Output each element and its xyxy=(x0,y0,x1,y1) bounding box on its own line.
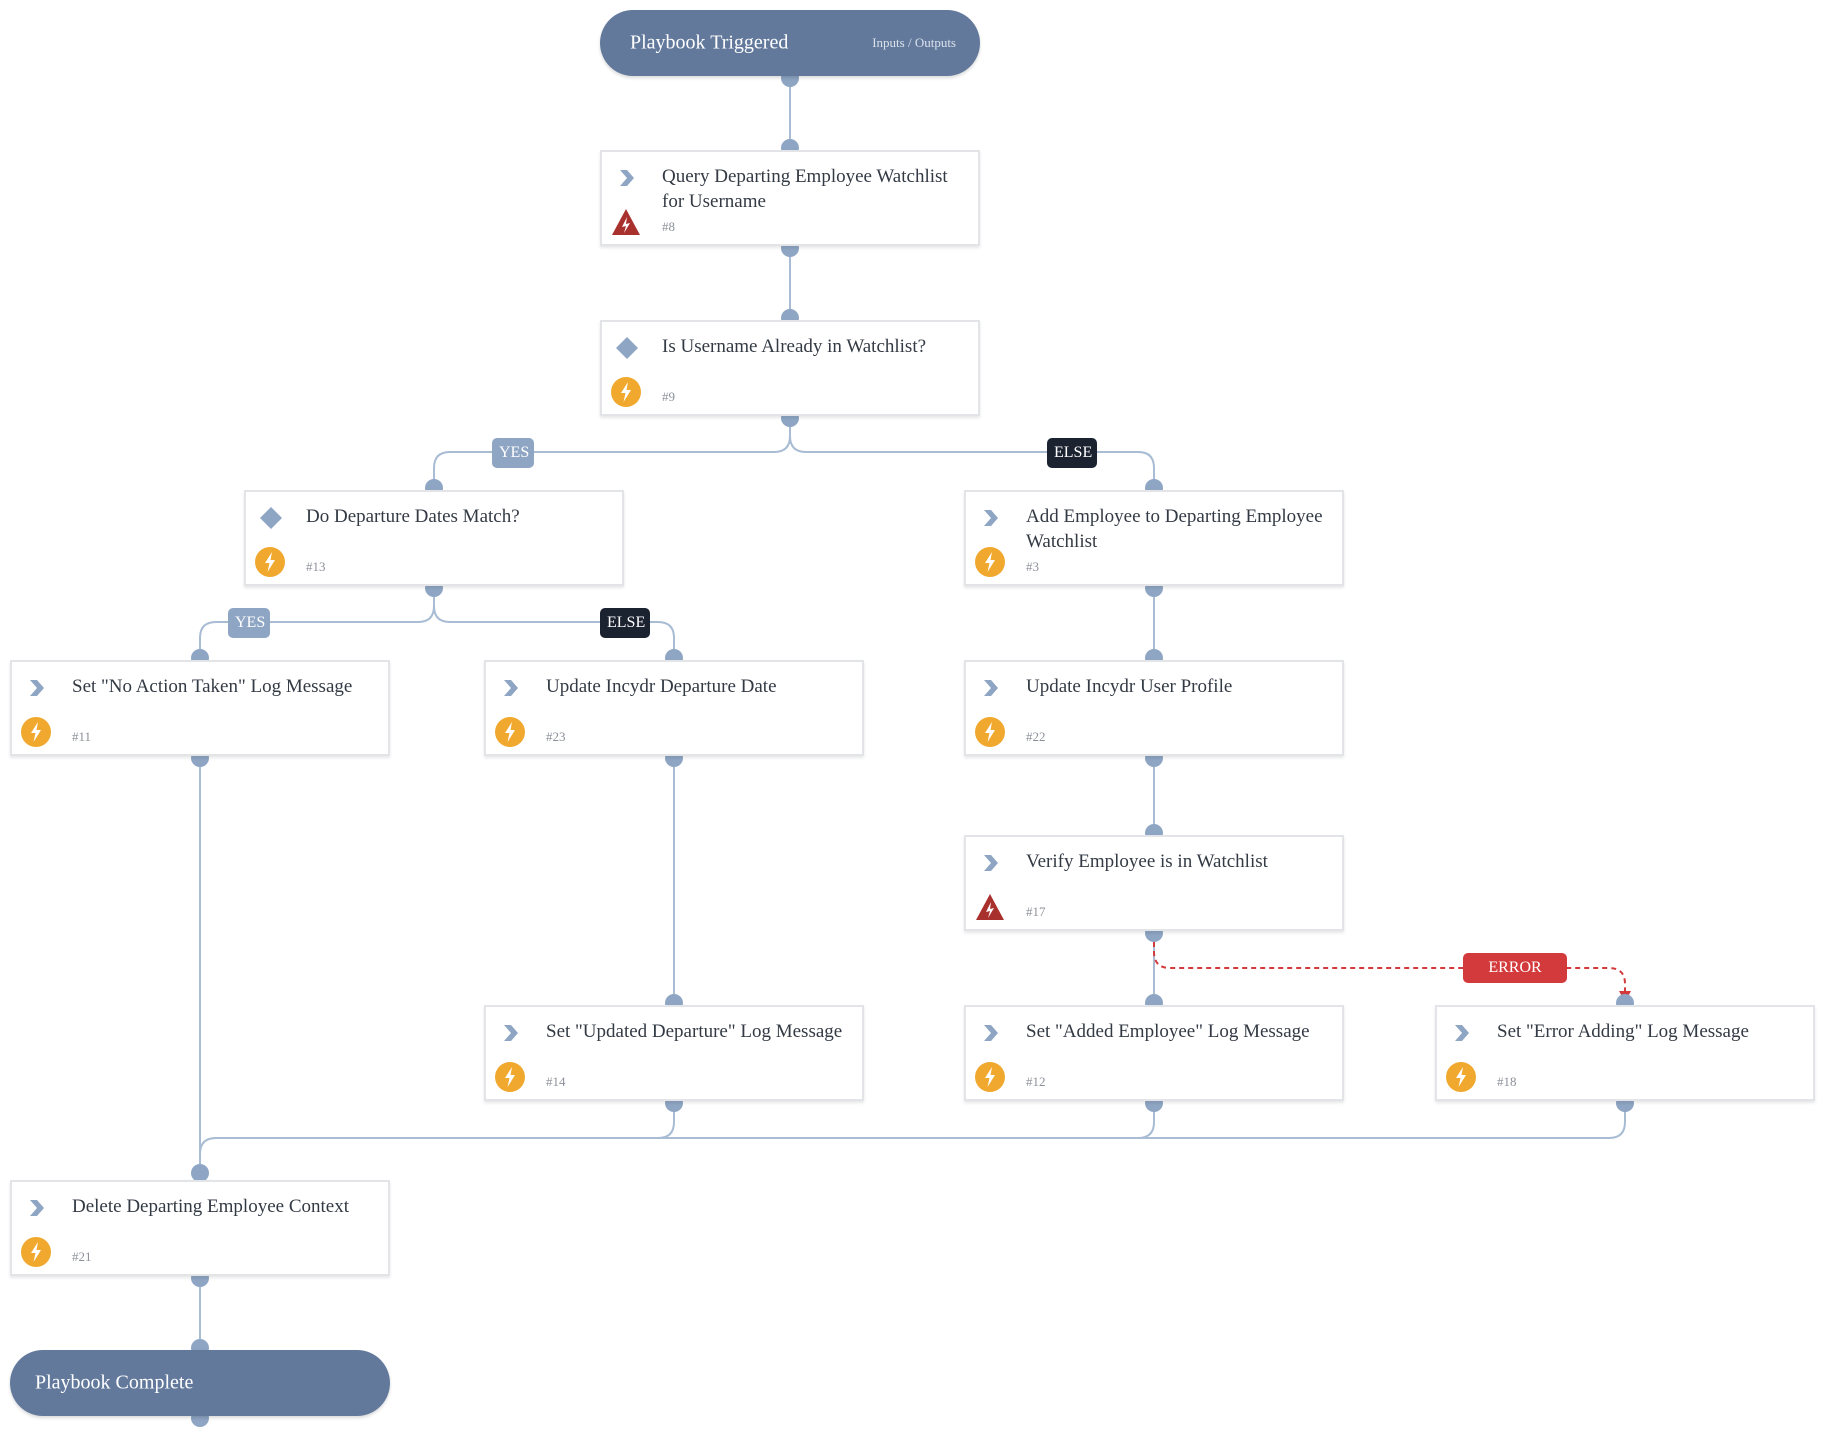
task-title: Update Incydr Departure Date xyxy=(546,676,777,697)
error-triangle-icon xyxy=(976,894,1004,920)
chevron-right-icon xyxy=(30,680,44,696)
task-updated-departure-log[interactable]: Set "Updated Departure" Log Message #14 xyxy=(484,1005,864,1101)
edge-t13-yes xyxy=(196,588,435,661)
task-number: #9 xyxy=(662,389,675,404)
task-title: Update Incydr User Profile xyxy=(1026,676,1233,697)
task-title: Set "Error Adding" Log Message xyxy=(1497,1021,1749,1042)
automation-bolt-icon xyxy=(611,377,641,407)
branch-label-yes[interactable]: YES xyxy=(228,608,270,638)
error-triangle-icon xyxy=(612,209,640,235)
task-no-action-log[interactable]: Set "No Action Taken" Log Message #11 xyxy=(10,660,390,756)
task-title: Do Departure Dates Match? xyxy=(306,506,520,527)
branch-label-else[interactable]: ELSE xyxy=(600,608,650,638)
chevron-right-icon xyxy=(984,1025,998,1041)
inputs-outputs-link[interactable]: Inputs / Outputs xyxy=(872,35,956,50)
automation-bolt-icon xyxy=(975,547,1005,577)
automation-bolt-icon xyxy=(1446,1062,1476,1092)
task-verify-employee[interactable]: Verify Employee is in Watchlist #17 xyxy=(964,835,1344,931)
automation-bolt-icon xyxy=(975,1062,1005,1092)
task-number: #22 xyxy=(1026,729,1046,744)
task-update-departure-date[interactable]: Update Incydr Departure Date #23 xyxy=(484,660,864,756)
task-title: Set "No Action Taken" Log Message xyxy=(72,676,353,697)
task-title: Add Employee to Departing Employee Watch… xyxy=(1026,506,1323,552)
task-title: Query Departing Employee Watchlist for U… xyxy=(662,166,948,212)
task-number: #8 xyxy=(662,219,675,234)
task-title: Delete Departing Employee Context xyxy=(72,1196,349,1217)
task-number: #23 xyxy=(546,729,566,744)
chevron-right-icon xyxy=(30,1200,44,1216)
playbook-end-node[interactable]: Playbook Complete xyxy=(10,1350,390,1416)
task-title: Set "Updated Departure" Log Message xyxy=(546,1021,843,1042)
task-title: Verify Employee is in Watchlist xyxy=(1026,851,1268,872)
edge-t18-t21 xyxy=(1138,1103,1626,1139)
task-number: #17 xyxy=(1026,904,1046,919)
automation-bolt-icon xyxy=(975,717,1005,747)
task-number: #13 xyxy=(306,559,326,574)
chevron-right-icon xyxy=(984,680,998,696)
automation-bolt-icon xyxy=(495,717,525,747)
condition-username-in-watchlist[interactable]: Is Username Already in Watchlist? #9 xyxy=(600,320,980,416)
condition-departure-dates-match[interactable]: Do Departure Dates Match? #13 xyxy=(244,490,624,586)
branch-label-yes[interactable]: YES xyxy=(492,438,534,468)
edge-t13-else xyxy=(433,588,680,661)
task-delete-context[interactable]: Delete Departing Employee Context #21 xyxy=(10,1180,390,1276)
task-number: #21 xyxy=(72,1249,92,1264)
end-title: Playbook Complete xyxy=(35,1371,194,1394)
task-title: Is Username Already in Watchlist? xyxy=(662,336,927,357)
chevron-right-icon xyxy=(984,855,998,871)
task-added-employee-log[interactable]: Set "Added Employee" Log Message #12 xyxy=(964,1005,1344,1101)
task-number: #14 xyxy=(546,1074,566,1089)
task-number: #11 xyxy=(72,729,92,744)
task-update-user-profile[interactable]: Update Incydr User Profile #22 xyxy=(964,660,1344,756)
connector-dot[interactable] xyxy=(191,1164,209,1182)
edge-t12-t21 xyxy=(216,1103,1155,1139)
chevron-right-icon xyxy=(1455,1025,1469,1041)
playbook-start-node[interactable]: Playbook Triggered Inputs / Outputs xyxy=(600,10,980,76)
automation-bolt-icon xyxy=(495,1062,525,1092)
edge-t17-error xyxy=(1153,933,1626,998)
chevron-right-icon xyxy=(620,170,634,186)
chevron-right-icon xyxy=(984,510,998,526)
chevron-right-icon xyxy=(504,680,518,696)
edge-t9-yes xyxy=(430,418,791,491)
task-number: #12 xyxy=(1026,1074,1046,1089)
start-title: Playbook Triggered xyxy=(630,31,789,54)
automation-bolt-icon xyxy=(255,547,285,577)
branch-label-else[interactable]: ELSE xyxy=(1047,438,1097,468)
automation-bolt-icon xyxy=(21,717,51,747)
chevron-right-icon xyxy=(504,1025,518,1041)
error-path-label[interactable]: ERROR PATH xyxy=(1463,953,1567,1006)
task-query-watchlist[interactable]: Query Departing Employee Watchlist for U… xyxy=(600,150,980,246)
task-number: #18 xyxy=(1497,1074,1517,1089)
task-error-adding-log[interactable]: Set "Error Adding" Log Message #18 xyxy=(1435,1005,1815,1101)
task-title: Set "Added Employee" Log Message xyxy=(1026,1021,1310,1042)
task-number: #3 xyxy=(1026,559,1039,574)
condition-diamond-icon xyxy=(616,337,638,359)
task-add-employee-watchlist[interactable]: Add Employee to Departing Employee Watch… xyxy=(964,490,1344,586)
edge-t9-else xyxy=(789,418,1160,491)
automation-bolt-icon xyxy=(21,1237,51,1267)
condition-diamond-icon xyxy=(260,507,282,529)
